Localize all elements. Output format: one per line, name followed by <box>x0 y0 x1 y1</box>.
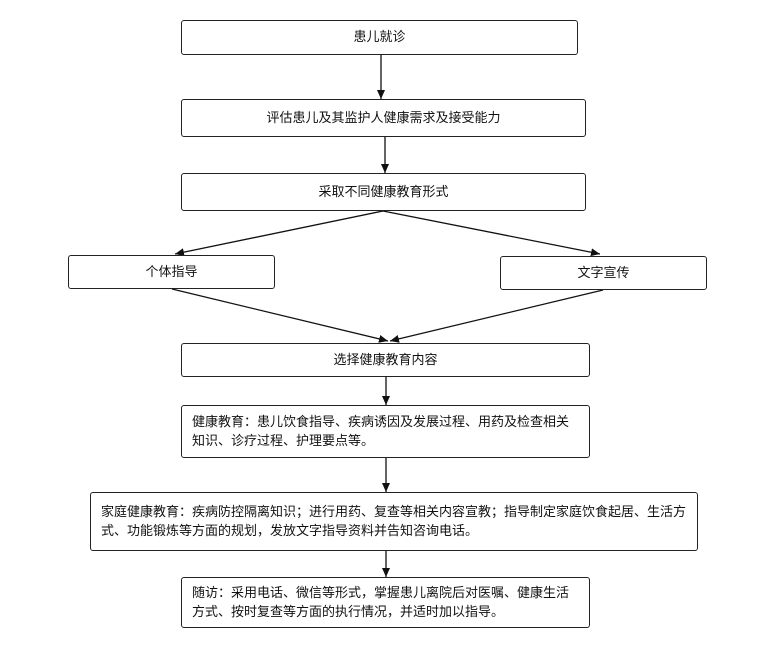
node-written-publicity: 文字宣传 <box>500 256 707 290</box>
node-assess-needs-label: 评估患儿及其监护人健康需求及接受能力 <box>266 110 501 126</box>
node-select-content-label: 选择健康教育内容 <box>333 352 438 368</box>
node-family-education-text: 家庭健康教育：疾病防控隔离知识；进行用药、复查等相关内容宣教；指导制定家庭饮食起… <box>101 504 687 539</box>
node-health-education-text: 健康教育：患儿饮食指导、疾病诱因及发展过程、用药及检查相关知识、诊疗过程、护理要… <box>192 414 570 449</box>
node-patient-visit-label: 患儿就诊 <box>353 30 406 45</box>
node-education-forms-label: 采取不同健康教育形式 <box>318 184 449 200</box>
arrow-individual-to-select <box>171 288 389 343</box>
node-health-education: 健康教育：患儿饮食指导、疾病诱因及发展过程、用药及检查相关知识、诊疗过程、护理要… <box>181 405 590 458</box>
node-education-forms: 采取不同健康教育形式 <box>181 173 586 211</box>
arrow-forms-to-written <box>382 210 601 257</box>
node-written-publicity-label: 文字宣传 <box>577 265 630 281</box>
node-individual-guidance-label: 个体指导 <box>145 264 198 280</box>
arrow-forms-to-individual <box>174 210 384 257</box>
node-select-content: 选择健康教育内容 <box>181 343 590 377</box>
node-follow-up-text: 随访：采用电话、微信等形式，掌握患儿离院后对医嘱、健康生活方式、按时复查等方面的… <box>192 585 570 620</box>
node-patient-visit: 患儿就诊 <box>181 20 578 55</box>
node-assess-needs: 评估患儿及其监护人健康需求及接受能力 <box>181 99 586 137</box>
node-follow-up: 随访：采用电话、微信等形式，掌握患儿离院后对医嘱、健康生活方式、按时复查等方面的… <box>181 577 590 628</box>
node-family-education: 家庭健康教育：疾病防控隔离知识；进行用药、复查等相关内容宣教；指导制定家庭饮食起… <box>90 492 698 551</box>
arrow-written-to-select <box>389 289 604 343</box>
node-individual-guidance: 个体指导 <box>68 255 275 289</box>
